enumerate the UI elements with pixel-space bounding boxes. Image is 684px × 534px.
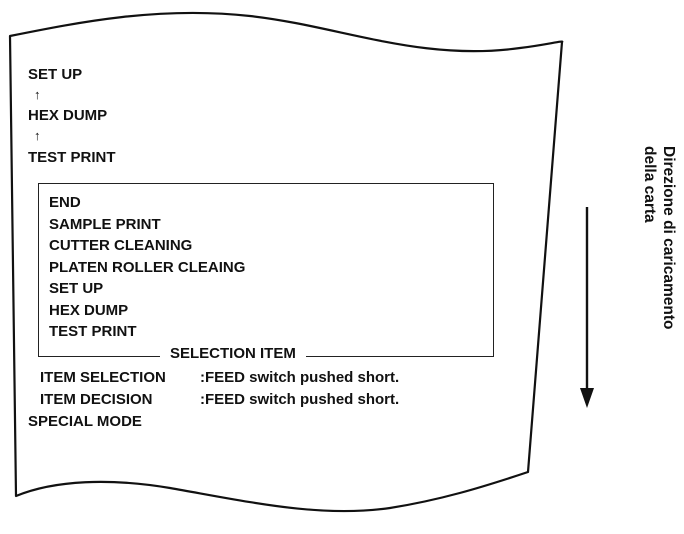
- paper-direction-label-line1: Direzione di caricamento: [660, 146, 677, 330]
- selection-item-sample-print: SAMPLE PRINT: [49, 215, 161, 233]
- selection-item-set-up: SET UP: [49, 280, 104, 297]
- sequence-item-setup: SET UP: [28, 66, 83, 83]
- special-mode-label: SPECIAL MODE: [28, 413, 142, 430]
- selection-item-test-print: TEST PRINT: [49, 323, 137, 340]
- paper-direction-label: Direzione di caricamento della carta: [640, 146, 678, 329]
- item-selection-label: ITEM SELECTION: [40, 369, 166, 386]
- selection-item-hex-dump: HEX DUMP: [49, 301, 129, 319]
- sequence-item-test-print: TEST PRINT: [28, 149, 116, 166]
- item-decision-label: ITEM DECISION: [40, 391, 153, 408]
- selection-box-caption: SELECTION ITEM: [160, 345, 306, 363]
- paper-direction-label-line2: della carta: [641, 146, 658, 223]
- selection-item-platen-roller-cleaning: PLATEN ROLLER CLEAING: [49, 258, 246, 276]
- item-decision-description: :FEED switch pushed short.: [200, 391, 400, 408]
- sequence-item-hex-dump: HEX DUMP: [28, 107, 108, 124]
- paper-outline: [8, 11, 564, 513]
- selection-item-box: END SAMPLE PRINT CUTTER CLEANING PLATEN …: [38, 183, 494, 357]
- selection-item-cutter-cleaning: CUTTER CLEANING: [49, 237, 193, 254]
- item-selection-description: :FEED switch pushed short.: [200, 369, 400, 386]
- up-arrow-icon: ↑: [34, 87, 41, 102]
- selection-item-end: END: [49, 194, 81, 211]
- feed-direction-arrow-head: [580, 388, 594, 408]
- selection-item-list: END SAMPLE PRINT CUTTER CLEANING PLATEN …: [49, 192, 245, 343]
- up-arrow-icon: ↑: [34, 128, 41, 143]
